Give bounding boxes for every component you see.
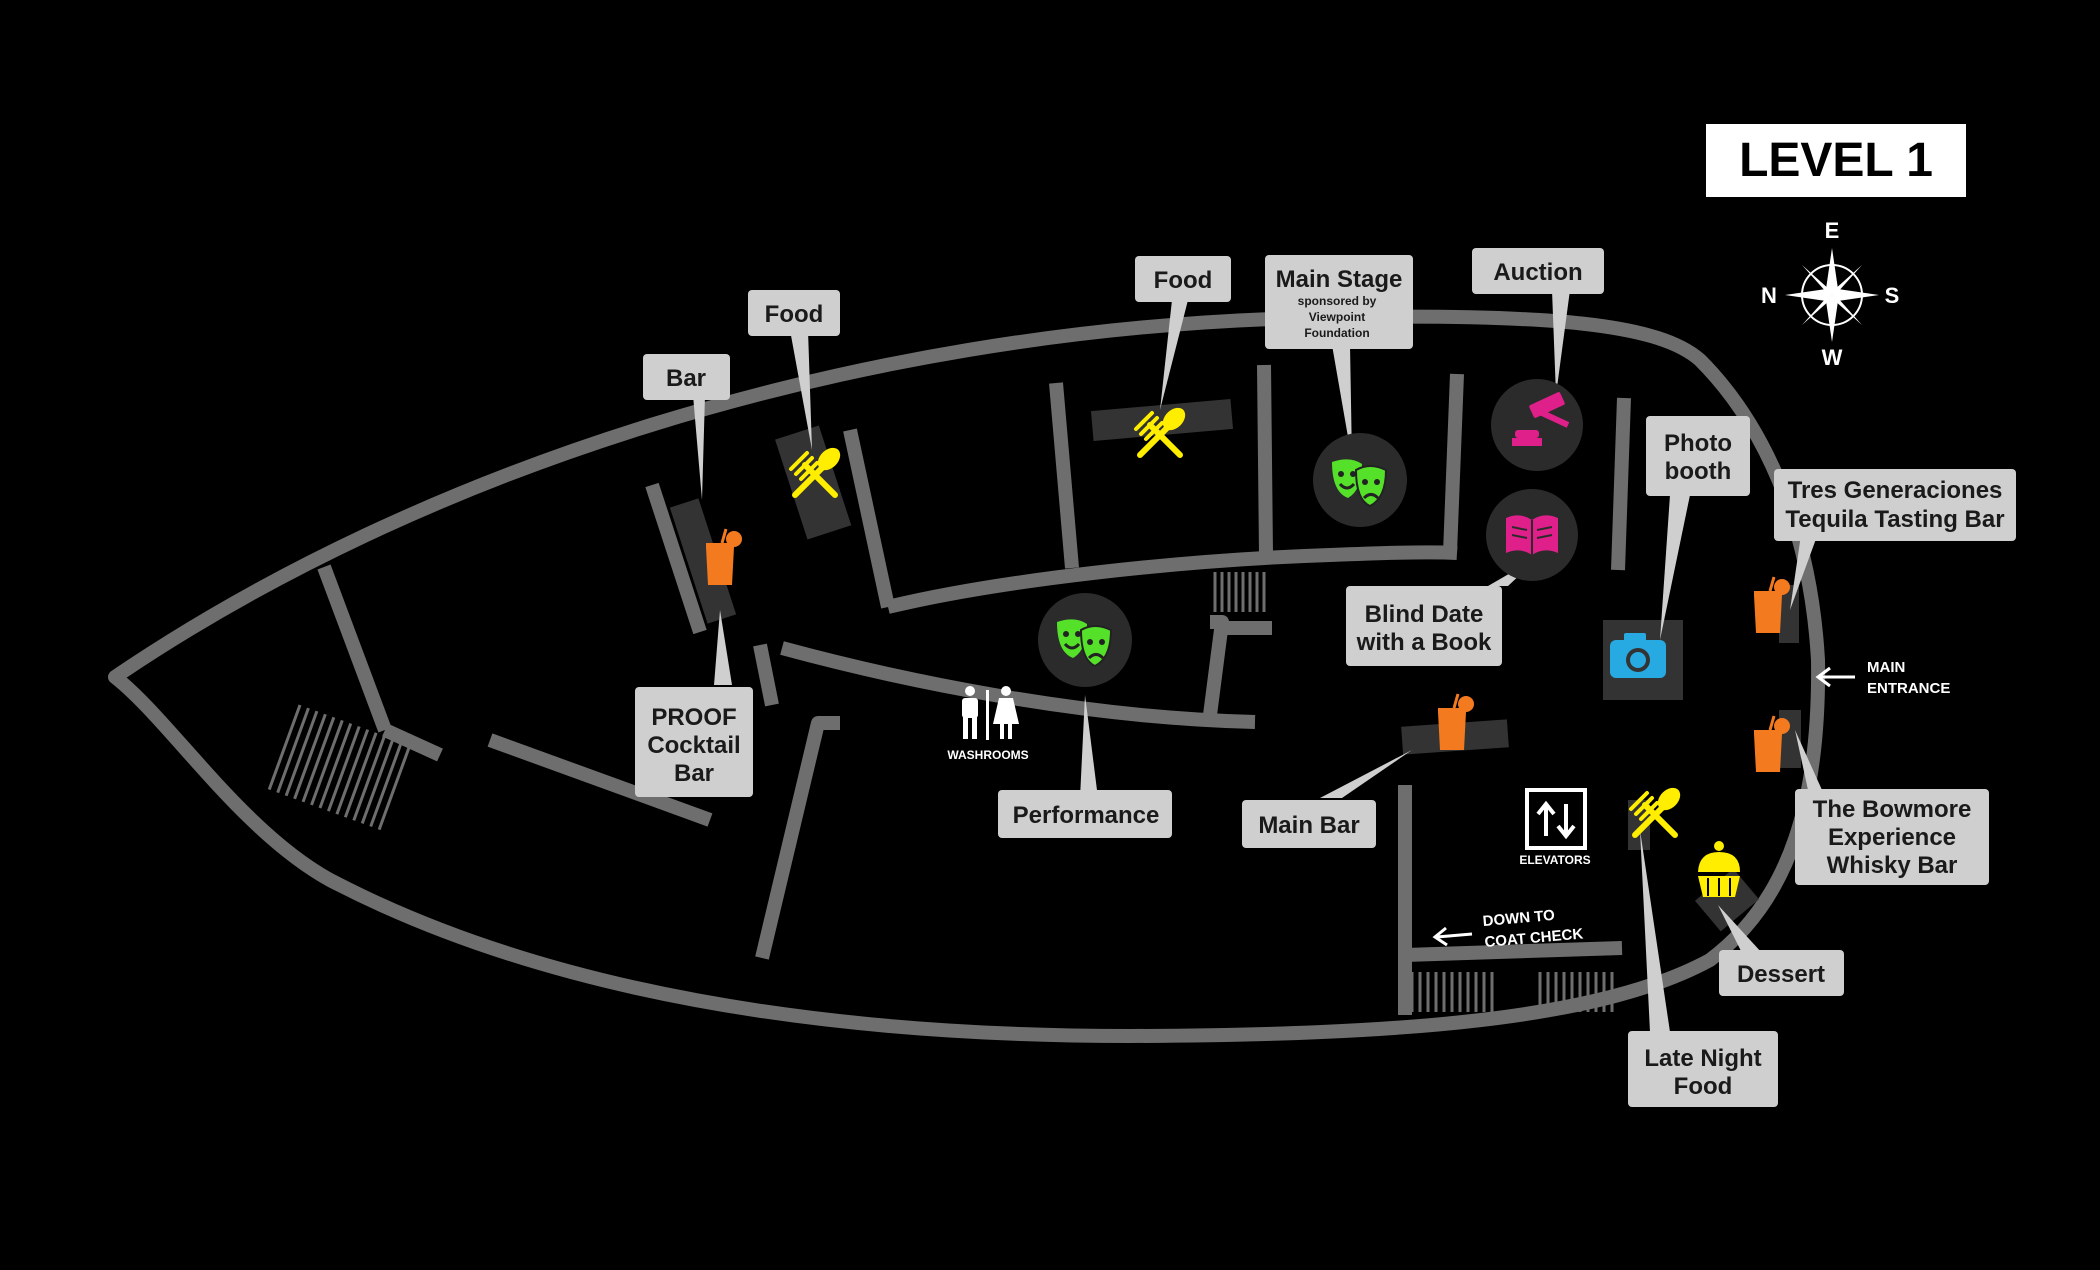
svg-text:Performance: Performance [1013,802,1160,829]
svg-text:Auction: Auction [1493,259,1582,286]
svg-text:Late Night: Late Night [1644,1045,1761,1072]
main-entrance-sign-1: MAIN [1867,659,1905,676]
compass-s: S [1885,283,1900,308]
washrooms-sign: WASHROOMS [947,748,1028,762]
label-blind-date[interactable]: Blind Date with a Book [1346,586,1502,666]
svg-text:Tres Generaciones: Tres Generaciones [1788,477,2003,504]
svg-text:The Bowmore: The Bowmore [1813,796,1972,823]
stage-icon-performance[interactable] [1038,593,1132,687]
svg-text:Cocktail: Cocktail [647,732,740,759]
svg-text:Bar: Bar [666,365,706,392]
svg-text:Food: Food [1154,267,1213,294]
svg-text:Main Bar: Main Bar [1258,812,1359,839]
label-late-night-food[interactable]: Late Night Food [1628,1031,1778,1107]
svg-text:Tequila Tasting Bar: Tequila Tasting Bar [1785,506,2004,533]
svg-text:with a Book: with a Book [1356,629,1492,656]
label-bar[interactable]: Bar [643,354,730,400]
label-food-1[interactable]: Food [748,290,840,336]
level-title-box [1706,124,1966,197]
label-main-bar[interactable]: Main Bar [1242,800,1376,848]
elevators-sign: ELEVATORS [1519,853,1590,867]
compass-e: E [1825,218,1840,243]
label-proof-cocktail-bar[interactable]: PROOF Cocktail Bar [635,687,753,797]
main-entrance-sign-2: ENTRANCE [1867,680,1950,697]
compass-rose-icon [1785,248,1879,342]
svg-text:sponsored by: sponsored by [1298,294,1377,308]
label-food-2[interactable]: Food [1135,256,1231,302]
label-auction[interactable]: Auction [1472,248,1604,294]
svg-text:PROOF: PROOF [651,704,736,731]
book-icon[interactable] [1486,489,1578,581]
svg-text:Viewpoint: Viewpoint [1309,310,1365,324]
compass-n: N [1761,283,1777,308]
cupcake-icon[interactable] [1698,841,1740,897]
arrow-left-icon [1432,666,1855,947]
label-photo-booth[interactable]: Photo booth [1646,416,1750,496]
level-title: LEVEL 1 [1739,134,1933,187]
elevator-icon[interactable] [1525,788,1587,850]
svg-text:Whisky Bar: Whisky Bar [1827,852,1958,879]
stage-icon-main[interactable] [1313,433,1407,527]
label-bowmore[interactable]: The Bowmore Experience Whisky Bar [1795,789,1989,885]
label-main-stage[interactable]: Main Stage sponsored by Viewpoint Founda… [1265,255,1413,349]
stairs [267,572,1614,1012]
building-walls [108,309,1826,1043]
svg-text:Main Stage: Main Stage [1276,266,1403,293]
compass-w: W [1822,345,1843,370]
svg-text:Bar: Bar [674,760,714,787]
label-dessert[interactable]: Dessert [1719,950,1844,996]
svg-text:Food: Food [1674,1073,1733,1100]
label-performance[interactable]: Performance [998,790,1172,838]
coat-check-sign-1: DOWN TO [1482,907,1556,930]
auction-icon[interactable] [1491,379,1583,471]
svg-text:Photo: Photo [1664,430,1732,457]
svg-text:Blind Date: Blind Date [1365,601,1484,628]
camera-icon[interactable] [1610,633,1666,678]
svg-text:Experience: Experience [1828,824,1956,851]
svg-text:Food: Food [765,301,824,328]
washroom-icon[interactable] [962,686,1019,740]
label-tres-generaciones[interactable]: Tres Generaciones Tequila Tasting Bar [1774,469,2016,541]
svg-text:Dessert: Dessert [1737,961,1825,988]
svg-text:booth: booth [1665,458,1732,485]
svg-text:Foundation: Foundation [1304,326,1369,340]
